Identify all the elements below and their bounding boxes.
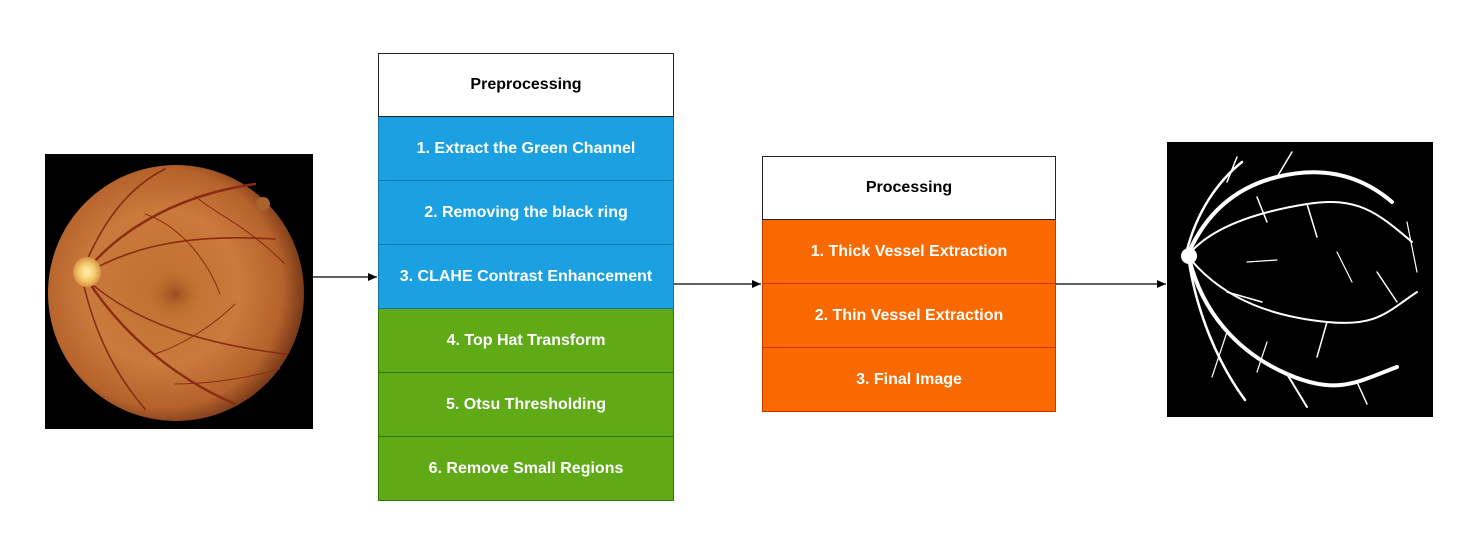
preprocessing-step-5: 5. Otsu Thresholding — [378, 373, 674, 437]
preprocessing-step-2: 2. Removing the black ring — [378, 181, 674, 245]
output-vessel-map-image — [1167, 142, 1433, 417]
preprocessing-step-6: 6. Remove Small Regions — [378, 437, 674, 501]
processing-step-2: 2. Thin Vessel Extraction — [762, 284, 1056, 348]
vessel-map-graphic — [1181, 151, 1418, 408]
preprocessing-panel: Preprocessing 1. Extract the Green Chann… — [378, 53, 674, 501]
processing-panel: Processing 1. Thick Vessel Extraction 2.… — [762, 156, 1056, 412]
fundus-photo-graphic — [48, 165, 304, 421]
preprocessing-step-3: 3. CLAHE Contrast Enhancement — [378, 245, 674, 309]
processing-step-1: 1. Thick Vessel Extraction — [762, 220, 1056, 284]
input-fundus-image — [45, 154, 313, 429]
preprocessing-title: Preprocessing — [378, 53, 674, 117]
preprocessing-step-1: 1. Extract the Green Channel — [378, 117, 674, 181]
processing-title: Processing — [762, 156, 1056, 220]
processing-step-3: 3. Final Image — [762, 348, 1056, 412]
preprocessing-step-4: 4. Top Hat Transform — [378, 309, 674, 373]
